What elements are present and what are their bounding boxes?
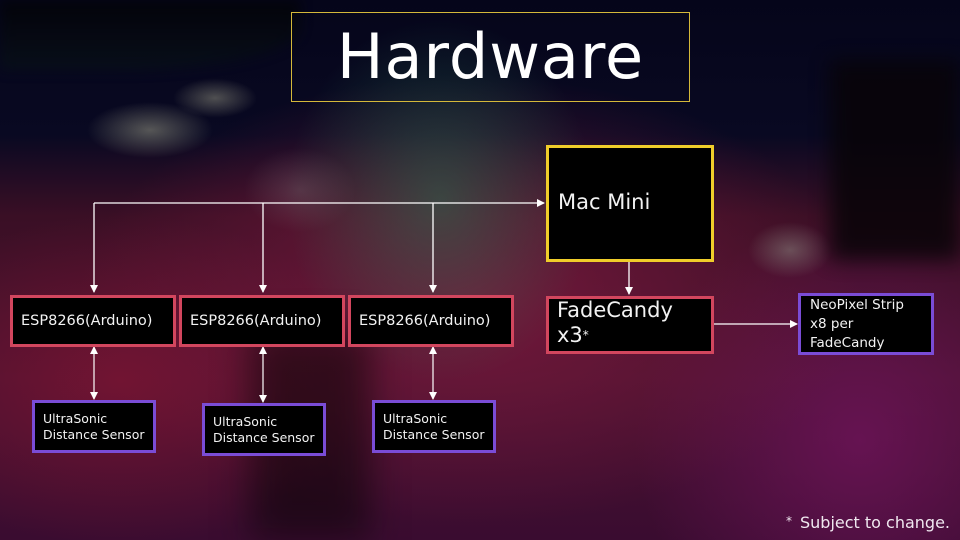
mac-mini-node: Mac Mini [546,145,714,262]
controller-label: ESP8266(Arduino) [21,313,153,329]
neopixel-count: x8 per [810,316,854,332]
controller-label: ESP8266(Arduino) [190,313,322,329]
bus-connector [90,199,545,293]
background-shadow [830,60,960,260]
sensor-label-line2: Distance Sensor [43,426,145,442]
sensor-label-line1: UltraSonic [43,410,108,426]
controller-node: ESP8266(Arduino) [10,295,176,347]
fadecandy-label: FadeCandy [557,298,673,322]
sensor-node: UltraSonic Distance Sensor [372,400,496,453]
sensor-node: UltraSonic Distance Sensor [32,400,156,453]
mac-mini-label: Mac Mini [558,189,651,214]
sensor-label-line1: UltraSonic [213,413,278,429]
neopixel-label: NeoPixel Strip [810,297,904,313]
footnote-text: Subject to change. [799,513,950,532]
sensor-links [90,346,437,403]
controller-node: ESP8266(Arduino) [179,295,345,347]
sensor-label-line2: Distance Sensor [213,429,315,445]
neopixel-per: FadeCandy [810,335,885,351]
footnote: * Subject to change. [786,513,950,532]
neopixel-node: NeoPixel Strip x8 per FadeCandy [798,293,934,355]
fadecandy-count-line: x3* [557,323,711,348]
slide-title: Hardware [336,20,645,93]
sensor-label-line1: UltraSonic [383,410,448,426]
slide-title-box: Hardware [291,12,690,102]
asterisk-marker: * [785,514,792,528]
controller-label: ESP8266(Arduino) [359,313,491,329]
sensor-label-line2: Distance Sensor [383,426,485,442]
sensor-node: UltraSonic Distance Sensor [202,403,326,456]
fadecandy-node: FadeCandy x3* [546,296,714,354]
asterisk-marker: * [582,328,589,342]
controller-node: ESP8266(Arduino) [348,295,514,347]
fadecandy-count: x3 [557,323,583,347]
